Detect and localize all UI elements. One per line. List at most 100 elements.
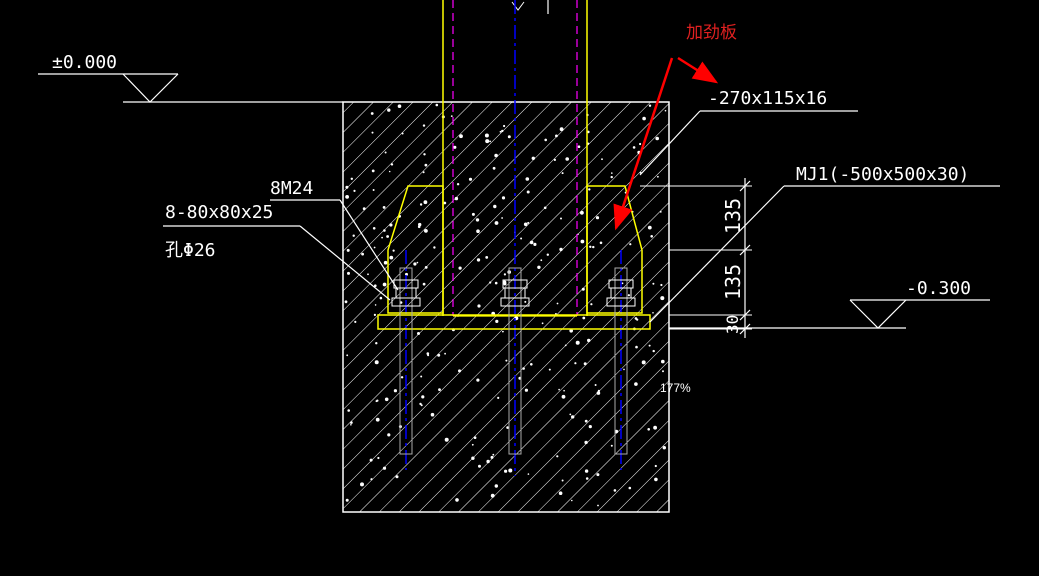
- concrete-speckle: [493, 204, 497, 209]
- concrete-speckle: [599, 241, 603, 245]
- concrete-speckle: [639, 142, 642, 146]
- concrete-speckle: [580, 210, 584, 215]
- concrete-speckle: [495, 319, 499, 323]
- concrete-speckle: [596, 473, 600, 477]
- anchor-bolt-left: [391, 267, 421, 455]
- concrete-speckle: [561, 172, 564, 175]
- concrete-speckle: [520, 237, 523, 240]
- concrete-speckle: [589, 245, 592, 248]
- concrete-speckle: [389, 255, 394, 260]
- concrete-speckle: [634, 382, 638, 386]
- concrete-speckle: [580, 239, 585, 244]
- concrete-speckle: [503, 273, 506, 276]
- concrete-speckle: [489, 281, 492, 284]
- concrete-speckle: [423, 200, 428, 205]
- concrete-speckle: [652, 282, 655, 285]
- concrete-speckle: [476, 378, 480, 382]
- concrete-speckle: [417, 225, 421, 229]
- anchor-bolts-label: 8M24: [270, 178, 313, 199]
- concrete-speckle: [543, 206, 547, 210]
- level-marker-top: ±0.000: [38, 52, 343, 103]
- concrete-speckle: [541, 322, 544, 325]
- concrete-speckle: [530, 363, 533, 366]
- concrete-speckle: [502, 330, 504, 333]
- concrete-speckle: [594, 384, 597, 386]
- concrete-speckle: [587, 338, 591, 343]
- concrete-speckle: [659, 211, 662, 213]
- concrete-speckle: [478, 464, 481, 468]
- dimension-middle: 135: [721, 264, 745, 300]
- concrete-speckle: [652, 349, 655, 353]
- concrete-speckle: [387, 433, 391, 437]
- concrete-speckle: [390, 163, 394, 166]
- concrete-speckle: [524, 388, 529, 392]
- concrete-speckle: [595, 216, 600, 220]
- concrete-speckle: [374, 360, 379, 365]
- concrete-speckle: [443, 201, 447, 205]
- anchor-bolt-right: [606, 267, 636, 455]
- concrete-speckle: [621, 282, 624, 285]
- concrete-speckle: [654, 464, 657, 468]
- concrete-speckle: [581, 287, 585, 291]
- concrete-speckle: [347, 409, 351, 412]
- concrete-speckle: [350, 421, 353, 424]
- concrete-speckle: [629, 243, 632, 246]
- concrete-speckle: [459, 134, 463, 139]
- concrete-speckle: [489, 140, 491, 143]
- concrete-speckle: [590, 303, 593, 306]
- concrete-speckle: [388, 170, 391, 173]
- concrete-speckle: [492, 453, 495, 456]
- concrete-speckle: [559, 247, 563, 252]
- concrete-speckle: [571, 499, 573, 502]
- concrete-speckle: [450, 115, 453, 117]
- concrete-speckle: [345, 498, 349, 502]
- concrete-speckle: [361, 252, 364, 256]
- concrete-speckle: [393, 389, 397, 393]
- concrete-speckle: [662, 446, 666, 450]
- concrete-speckle: [374, 304, 377, 306]
- anchor-bolt-center: [500, 267, 530, 455]
- concrete-speckle: [476, 229, 480, 233]
- concrete-speckle: [444, 352, 446, 355]
- anchor-bolts: [391, 267, 636, 455]
- concrete-speckle: [499, 130, 502, 133]
- concrete-speckle: [523, 222, 528, 227]
- concrete-speckle: [654, 477, 658, 482]
- concrete-speckle: [565, 157, 569, 161]
- concrete-speckle: [345, 185, 349, 189]
- concrete-speckle: [577, 145, 581, 148]
- concrete-speckle: [424, 163, 428, 167]
- concrete-speckle: [373, 313, 376, 316]
- concrete-speckle: [582, 316, 586, 320]
- concrete-speckle: [505, 359, 508, 362]
- concrete-speckle: [473, 436, 477, 440]
- concrete-speckle: [458, 369, 461, 373]
- concrete-speckle: [525, 177, 530, 181]
- concrete-speckle: [389, 223, 393, 227]
- concrete-speckle: [490, 493, 495, 498]
- concrete-speckle: [437, 353, 441, 357]
- concrete-speckle: [641, 360, 646, 365]
- center-lines: [405, 0, 622, 476]
- concrete-speckle: [360, 482, 364, 487]
- concrete-speckle: [531, 156, 535, 160]
- concrete-speckle: [610, 444, 613, 447]
- concrete-speckle: [660, 296, 665, 301]
- concrete-speckle: [524, 300, 527, 303]
- concrete-speckle: [584, 419, 588, 423]
- concrete-speckle: [471, 456, 475, 460]
- concrete-speckle: [485, 256, 489, 259]
- concrete-speckle: [560, 217, 562, 220]
- concrete-speckle: [370, 478, 373, 481]
- level-top-label: ±0.000: [52, 52, 117, 73]
- concrete-speckle: [494, 281, 498, 285]
- stiffener-spec-label: -270x115x16: [708, 88, 827, 109]
- concrete-speckle: [420, 375, 423, 378]
- concrete-speckle: [635, 345, 638, 349]
- concrete-speckle: [345, 195, 349, 199]
- concrete-speckle: [354, 320, 357, 323]
- concrete-speckle: [416, 261, 419, 264]
- concrete-speckles: [344, 103, 667, 507]
- concrete-speckle: [492, 166, 496, 170]
